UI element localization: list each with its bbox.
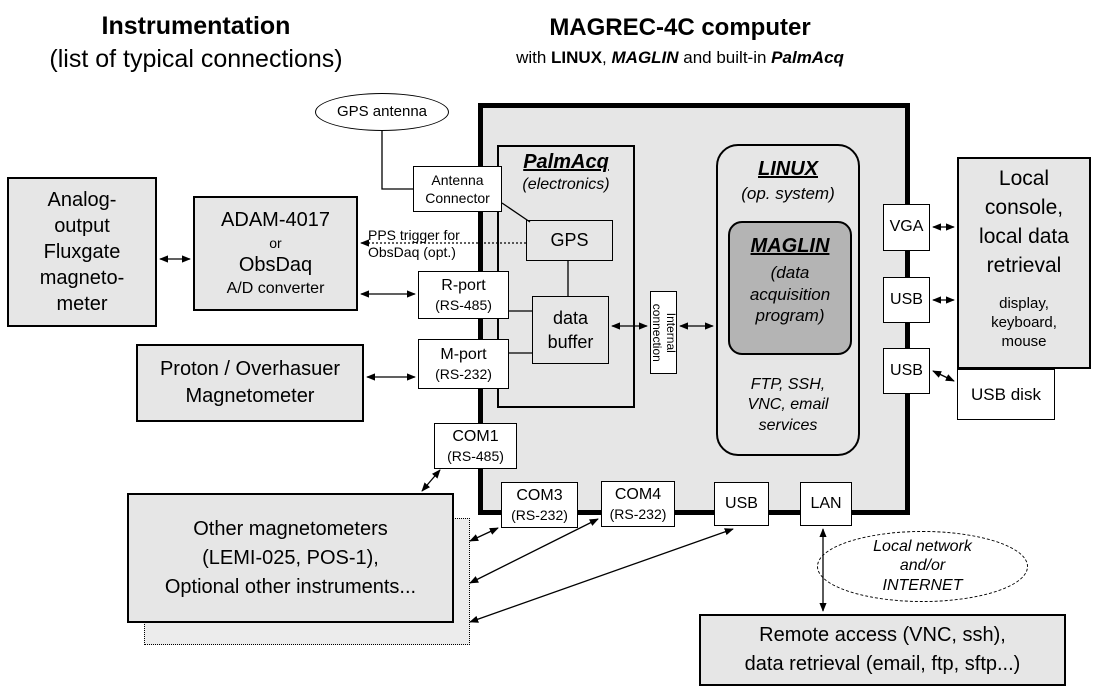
r-port: R-port (RS-485) [418,271,509,319]
pps-trigger-label: PPS trigger for ObsDaq (opt.) [368,227,460,261]
remote-access: Remote access (VNC, ssh), data retrieval… [699,614,1066,686]
palmacq-title: PalmAcq [523,151,609,173]
linux-services: FTP, SSH, [750,376,826,393]
usb-port-bottom: USB [714,482,769,526]
usb-port-right-2: USB [883,348,930,394]
gps-module: GPS [526,220,613,261]
adam-obsdaq-converter: ADAM-4017 or ObsDaq A/D converter [193,196,358,311]
palmacq-subtitle: (electronics) [522,176,610,193]
network-cloud: Local network and/or INTERNET [817,531,1028,602]
maglin-program: MAGLIN (data acquisition program) [728,221,852,355]
gps-antenna: GPS antenna [315,93,449,131]
lan-port: LAN [800,482,852,526]
com1-port: COM1 (RS-485) [434,423,517,469]
linux-subtitle: (op. system) [741,184,835,203]
m-port: M-port (RS-232) [418,339,509,389]
computer-heading: MAGREC-4C computer with LINUX, MAGLIN an… [420,14,940,67]
local-console: Local console, local data retrieval disp… [957,157,1091,369]
instrumentation-subtitle: (list of typical connections) [49,44,343,73]
instrumentation-title: Instrumentation [101,12,291,40]
vga-port: VGA [883,204,930,251]
internal-connection: Internal connection [650,291,678,374]
fluxgate-magnetometer: Analog- output Fluxgate magneto- meter [7,177,157,327]
usb-port-right-1: USB [883,277,930,323]
data-buffer: data buffer [532,296,609,364]
usb-disk: USB disk [957,369,1055,420]
linux-title: LINUX [758,158,818,180]
antenna-connector: Antenna Connector [413,166,502,212]
computer-title: MAGREC-4C computer [549,14,811,41]
computer-subtitle: with LINUX, MAGLIN and built-in PalmAcq [516,47,844,67]
other-magnetometers: Other magnetometers (LEMI-025, POS-1), O… [127,493,454,623]
instrumentation-heading: Instrumentation (list of typical connect… [0,12,392,74]
com4-port: COM4 (RS-232) [601,481,675,527]
maglin-title: MAGLIN [750,235,830,257]
proton-overhauser-magnetometer: Proton / Overhasuer Magnetometer [136,344,364,422]
